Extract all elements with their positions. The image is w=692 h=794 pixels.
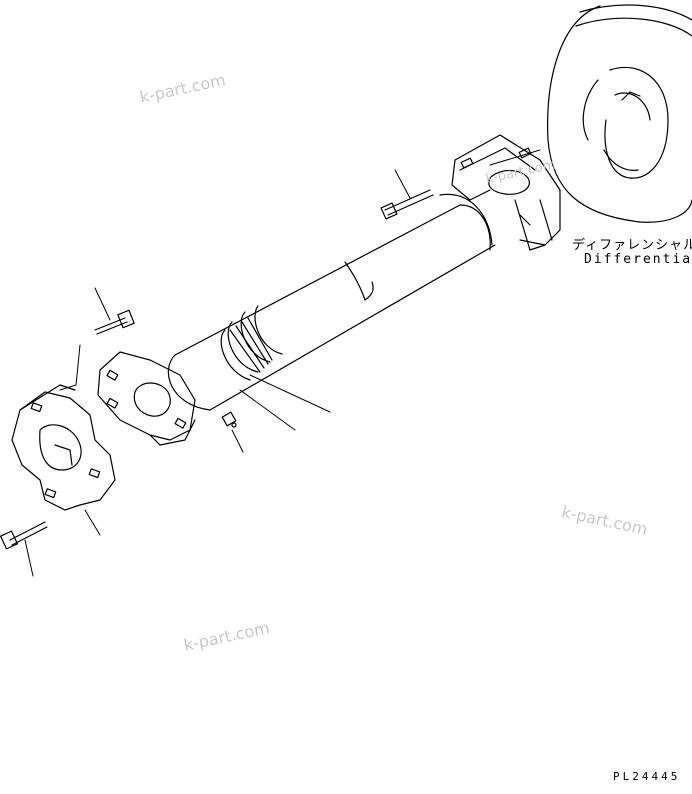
bolts	[0, 189, 434, 550]
universal-joint	[11, 384, 116, 511]
differential-label-jp: ディファレンシャル	[572, 238, 692, 253]
shaft-tube	[167, 193, 496, 411]
rear-yoke	[451, 134, 561, 251]
front-flange-yoke	[97, 351, 196, 446]
differential-label-en: Differential	[584, 252, 692, 267]
differential-housing	[547, 4, 692, 223]
leader-lines	[24, 149, 541, 577]
drawing-code: PL24445	[613, 770, 681, 783]
slip-joint	[220, 305, 283, 381]
